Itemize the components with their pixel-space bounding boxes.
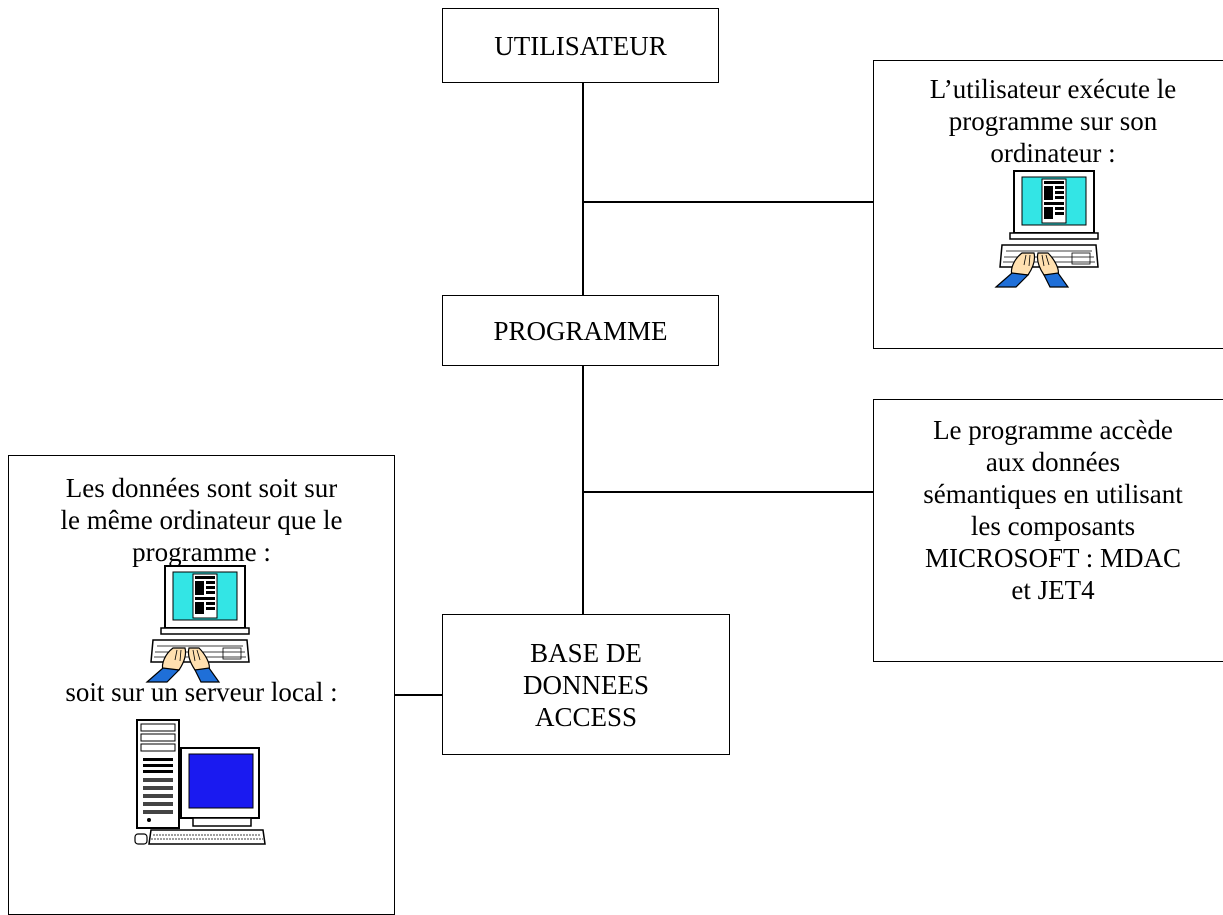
user-note-line-3: ordinateur : — [990, 138, 1116, 168]
connector-user-programme — [582, 83, 584, 295]
base-label-line-1: BASE DE — [530, 637, 642, 668]
connector-user-note — [582, 201, 873, 203]
programme-note-box: Le programme accède aux données sémantiq… — [873, 399, 1223, 662]
base-label-line-2: DONNEES — [523, 669, 649, 700]
base-label-line-3: ACCESS — [534, 701, 638, 732]
connector-programme-base — [582, 366, 584, 614]
base-de-donnees-box: BASE DE DONNEES ACCESS — [442, 614, 730, 755]
programme-note-line-2: aux données — [985, 447, 1121, 477]
programme-note-line-1: Le programme accède — [933, 415, 1173, 445]
utilisateur-label: UTILISATEUR — [494, 30, 667, 61]
utilisateur-box: UTILISATEUR — [442, 8, 719, 83]
connector-base-data-note — [395, 694, 442, 696]
computer-with-keyboard-icon — [994, 170, 1099, 288]
server-computer-icon — [134, 719, 266, 845]
programme-note-line-5: MICROSOFT : MDAC — [924, 543, 1182, 573]
data-location-note-box: Les données sont soit sur le même ordina… — [8, 455, 395, 915]
computer-with-keyboard-icon — [145, 565, 250, 683]
data-note-line-3: programme : — [132, 537, 271, 567]
user-note-line-1: L’utilisateur exécute le — [929, 74, 1177, 104]
data-note-line-4: soit sur un serveur local : — [65, 677, 338, 707]
connector-programme-note — [582, 491, 873, 493]
programme-note-line-6: et JET4 — [1011, 575, 1095, 605]
user-note-box: L’utilisateur exécute le programme sur s… — [873, 60, 1223, 349]
programme-label: PROGRAMME — [493, 315, 668, 346]
data-note-line-1: Les données sont soit sur — [65, 473, 338, 503]
user-note-line-2: programme sur son — [948, 106, 1158, 136]
programme-note-line-3: sémantiques en utilisant — [923, 479, 1183, 509]
programme-note-line-4: les composants — [970, 511, 1136, 541]
programme-box: PROGRAMME — [442, 295, 719, 366]
data-note-line-2: le même ordinateur que le — [60, 505, 343, 535]
